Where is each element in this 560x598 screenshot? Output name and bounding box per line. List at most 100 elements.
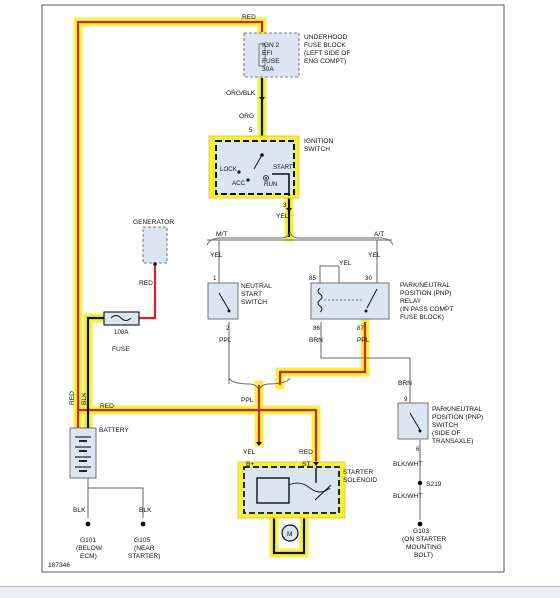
g101-label-3: ECM) — [80, 553, 97, 560]
ppl-merge-bracket — [228, 377, 291, 392]
relay-label-1: PARK/NEUTRAL — [400, 282, 450, 289]
pin-9-label: 9 — [404, 396, 408, 403]
solenoid-contacts-icon — [256, 477, 290, 504]
solenoid-plunger-icon — [314, 484, 332, 501]
bottom-toolbar-strip — [0, 586, 560, 598]
fuse-link-icon — [110, 315, 132, 321]
fuse-ign-label: IGN 2 — [262, 42, 280, 49]
pnp-switch-blade-icon — [409, 412, 421, 431]
fuse-element-icon — [258, 43, 266, 67]
wire-blk-vert-label: BLK — [81, 392, 88, 405]
g103-label-3: MOUNTING — [406, 544, 442, 551]
fuse-block-label-2: FUSE BLOCK — [304, 42, 346, 49]
fuse-efi-label: EFI — [262, 50, 272, 57]
nss-label-1: NEUTRAL — [241, 283, 272, 290]
pnp-switch-label-5: TRANSAXLE) — [432, 438, 473, 445]
wire-yel-bplus-label: YEL — [243, 449, 256, 456]
red-wire-layer — [76, 20, 367, 468]
pin-2-label: 2 — [226, 325, 230, 332]
nss-contact-icon — [227, 309, 231, 313]
g105-label-3: STARTER) — [128, 553, 160, 560]
signal-wire-layer — [87, 239, 421, 520]
generator-label: GENERATOR — [133, 219, 174, 226]
wire-ppl-87-label: PPL — [357, 337, 370, 344]
fuse-amp-label: 30A — [262, 66, 274, 73]
pos-lock-label: LOCK — [220, 166, 238, 173]
wire-red-gen-label: RED — [139, 280, 153, 287]
pnp-switch-label-2: POSITION (PNP) — [432, 414, 483, 421]
pin-87-label: 87 — [357, 325, 364, 332]
solenoid-label-1: STARTER — [343, 469, 373, 476]
at-label: A/T — [374, 231, 384, 238]
nss-switch-blade-icon — [218, 292, 230, 311]
fuse-label: FUSE — [112, 346, 130, 353]
g101-label-1: G101 — [80, 537, 96, 544]
wire-yel-mt-label: YEL — [210, 252, 223, 259]
solenoid-label-2: SOLENOID — [343, 477, 377, 484]
g105-label-1: G105 — [134, 537, 150, 544]
starter-motor-icon — [281, 524, 299, 542]
g101-ground-icon — [85, 521, 91, 527]
generator — [142, 226, 168, 264]
g103-label-4: BOLT) — [414, 552, 433, 559]
wire-red-st-label: RED — [299, 449, 313, 456]
nss-label-3: SWITCH — [241, 299, 267, 306]
transmission-split-bracket — [206, 230, 394, 246]
ign-switch-label-1: IGNITION — [304, 138, 334, 145]
wire-ppl-nss-label: PPL — [219, 337, 232, 344]
relay-coil-icon — [317, 287, 323, 313]
relay-switch-blade-icon — [366, 288, 378, 309]
lock-contact-icon — [237, 170, 241, 174]
wire-yel-main-label: YEL — [276, 213, 289, 220]
ign-switch-label-2: SWITCH — [304, 146, 330, 153]
relay-label-5: FUSE BLOCK) — [400, 314, 444, 321]
ign2-efi-fuse — [243, 32, 300, 78]
pnp-switch-label-4: (SIDE OF — [432, 430, 461, 437]
generator-terminal-icon — [153, 262, 157, 266]
wire-ppl-main-label: PPL — [241, 397, 254, 404]
wire-org-label: ORG — [239, 113, 254, 120]
pnp-switch-label-3: SWITCH — [432, 422, 458, 429]
nss-label-2: START — [241, 291, 262, 298]
pin-86-label: 86 — [313, 325, 320, 332]
wire-brn-86-label: BRN — [309, 337, 323, 344]
start-contact-icon — [272, 173, 290, 196]
wire-blk-g101-label: BLK — [73, 507, 86, 514]
diagram-labels: RED UNDERHOOD FUSE BLOCK (LEFT SIDE OF E… — [48, 14, 483, 569]
pnp-switch-label-1: PARK/NEUTRAL — [432, 406, 482, 413]
fuse-name-label: FUSE — [262, 58, 280, 65]
mt-label: M/T — [216, 231, 227, 238]
black-wire-layer — [86, 78, 306, 555]
wire-red-horiz-label: RED — [100, 403, 114, 410]
pos-run-label: RUN — [264, 181, 277, 188]
wire-blk-g105-label: BLK — [139, 507, 152, 514]
pnp-switch-contact-icon — [418, 429, 422, 433]
bplus-label: B+ — [246, 461, 254, 468]
run-contact-icon — [263, 175, 269, 181]
g103-label-1: G103 — [413, 528, 429, 535]
wire-org-blk-label: ORG/BLK — [226, 90, 256, 97]
wire-yel-relay-label: YEL — [339, 260, 352, 267]
pnp-switch — [397, 402, 429, 440]
g105-label-2: (NEAR — [134, 545, 155, 552]
st-label: ST — [302, 461, 310, 468]
figure-number: 187346 — [48, 562, 70, 569]
g101-label-2: (BELOW — [76, 545, 103, 552]
battery-label: BATTERY — [99, 427, 129, 434]
pin-6-label: 6 — [416, 446, 420, 453]
top-red-label: RED — [242, 14, 256, 21]
pos-start-label: START — [273, 164, 293, 171]
relay-label-3: RELAY — [400, 298, 422, 305]
wire-blk-wht-1-label: BLK/WHT — [393, 461, 422, 468]
relay-label-4: (IN PASS COMPT — [400, 306, 453, 313]
wire-yel-at-label: YEL — [368, 252, 381, 259]
relay-contact-icon — [364, 309, 368, 313]
pnp-relay — [310, 282, 390, 320]
wire-blk-wht-2-label: BLK/WHT — [393, 493, 422, 500]
battery — [69, 427, 97, 479]
fuse-100a-label: 100A — [114, 329, 129, 336]
switch-blade-icon — [253, 154, 263, 170]
battery-cells-icon — [75, 436, 91, 472]
g103-label-2: (ON STARTER — [402, 536, 446, 543]
